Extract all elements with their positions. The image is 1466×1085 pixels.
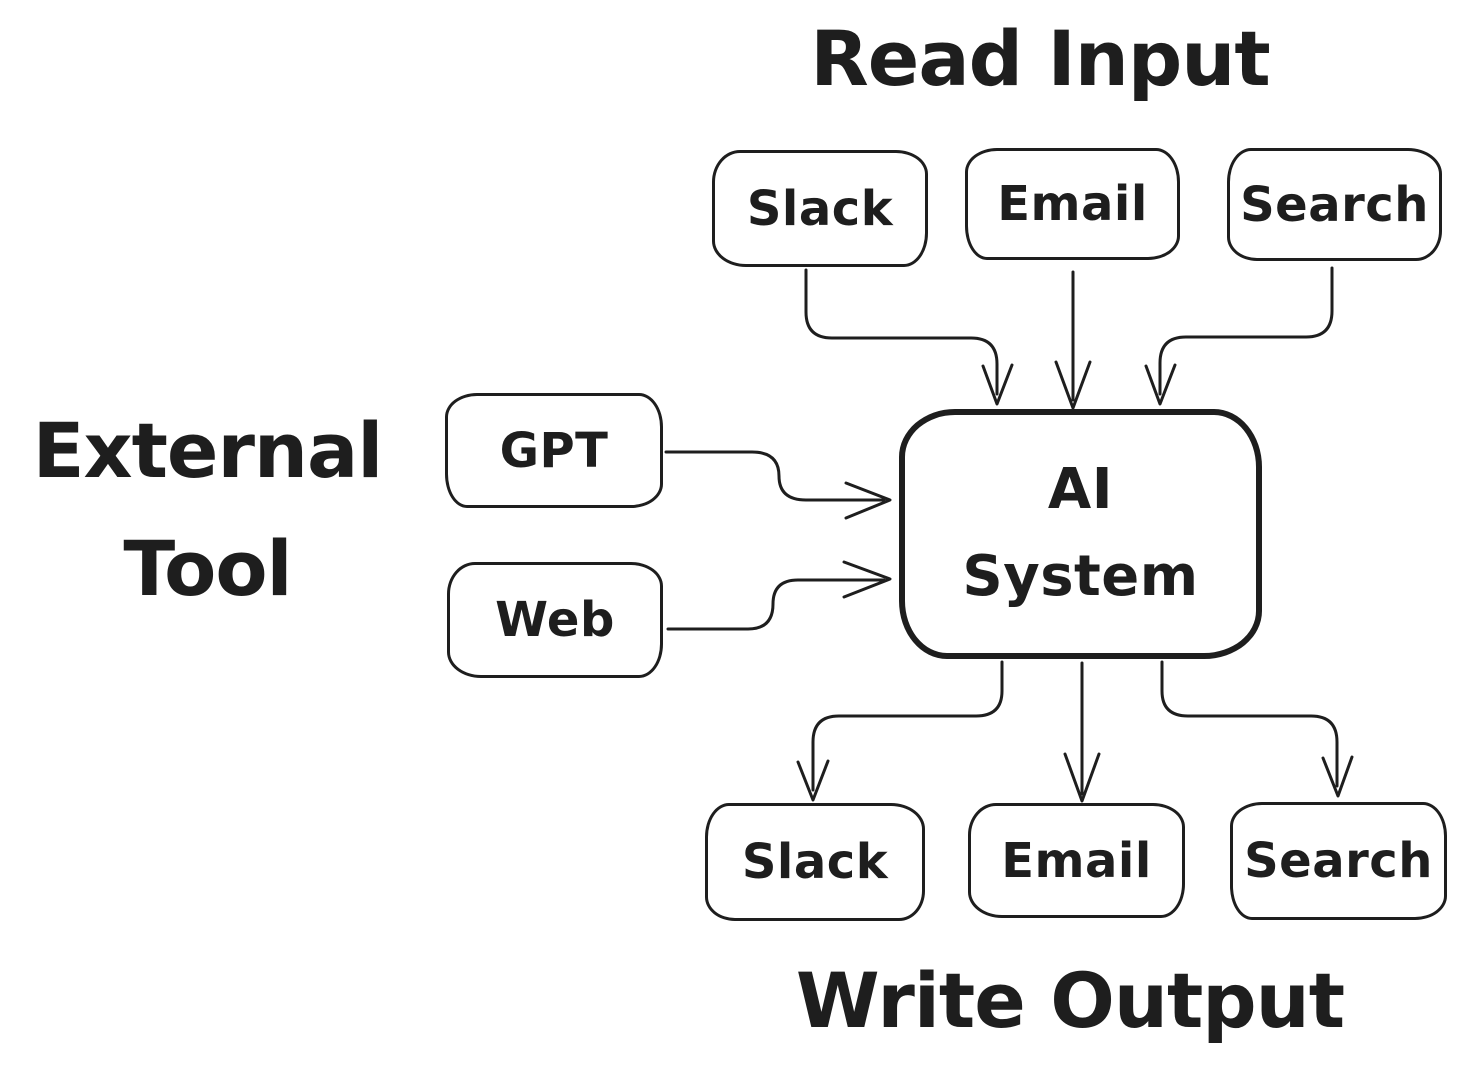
node-label: Search <box>1244 833 1433 889</box>
edge-ai-to-output-slack <box>796 660 1004 802</box>
external-tool-line2: Tool <box>123 523 292 613</box>
external-tool-label: External Tool <box>0 392 415 628</box>
edge-line <box>1160 660 1339 788</box>
edge-line <box>664 450 886 502</box>
arrowhead-right-icon <box>844 481 892 520</box>
arrowhead-down-icon <box>981 363 1014 406</box>
edge-line <box>666 578 886 631</box>
edge-gpt-to-ai <box>664 450 892 520</box>
external-tool-line1: External <box>32 406 384 495</box>
node-label: Slack <box>746 180 894 237</box>
node-output-search[interactable]: Search <box>1230 802 1447 920</box>
arrowhead-down-icon <box>1054 360 1092 410</box>
edge-ai-to-output-search <box>1160 660 1354 798</box>
node-label: Web <box>495 592 615 648</box>
edge-input-slack-to-ai <box>804 268 1014 406</box>
node-label: Search <box>1240 176 1429 233</box>
node-input-slack[interactable]: Slack <box>712 150 928 267</box>
node-ai-system[interactable]: AI System <box>899 409 1262 659</box>
edge-ai-to-output-email <box>1063 661 1101 803</box>
edge-line <box>804 268 999 396</box>
arrowhead-down-icon <box>1063 752 1101 803</box>
node-output-slack[interactable]: Slack <box>705 803 925 921</box>
node-label: GPT <box>499 422 609 479</box>
arrowhead-right-icon <box>842 560 892 599</box>
node-label: Email <box>997 176 1148 232</box>
node-web[interactable]: Web <box>447 562 663 678</box>
node-gpt[interactable]: GPT <box>445 393 663 508</box>
node-output-email[interactable]: Email <box>968 803 1185 918</box>
node-input-email[interactable]: Email <box>965 148 1180 260</box>
edge-web-to-ai <box>666 560 892 631</box>
ai-system-line1: AI <box>1047 457 1114 523</box>
node-label: Email <box>1001 832 1152 889</box>
edge-line <box>811 660 1004 792</box>
edge-line <box>1158 266 1334 396</box>
edge-input-email-to-ai <box>1054 270 1092 410</box>
node-input-search[interactable]: Search <box>1227 148 1442 261</box>
arrowhead-down-icon <box>1321 755 1354 798</box>
ai-system-line2: System <box>962 544 1199 609</box>
read-input-title: Read Input <box>810 14 1270 103</box>
arrowhead-down-icon <box>796 759 830 802</box>
arrowhead-down-icon <box>1144 363 1177 406</box>
edge-input-search-to-ai <box>1144 266 1334 406</box>
node-label: Slack <box>741 834 889 890</box>
write-output-title: Write Output <box>795 956 1345 1045</box>
